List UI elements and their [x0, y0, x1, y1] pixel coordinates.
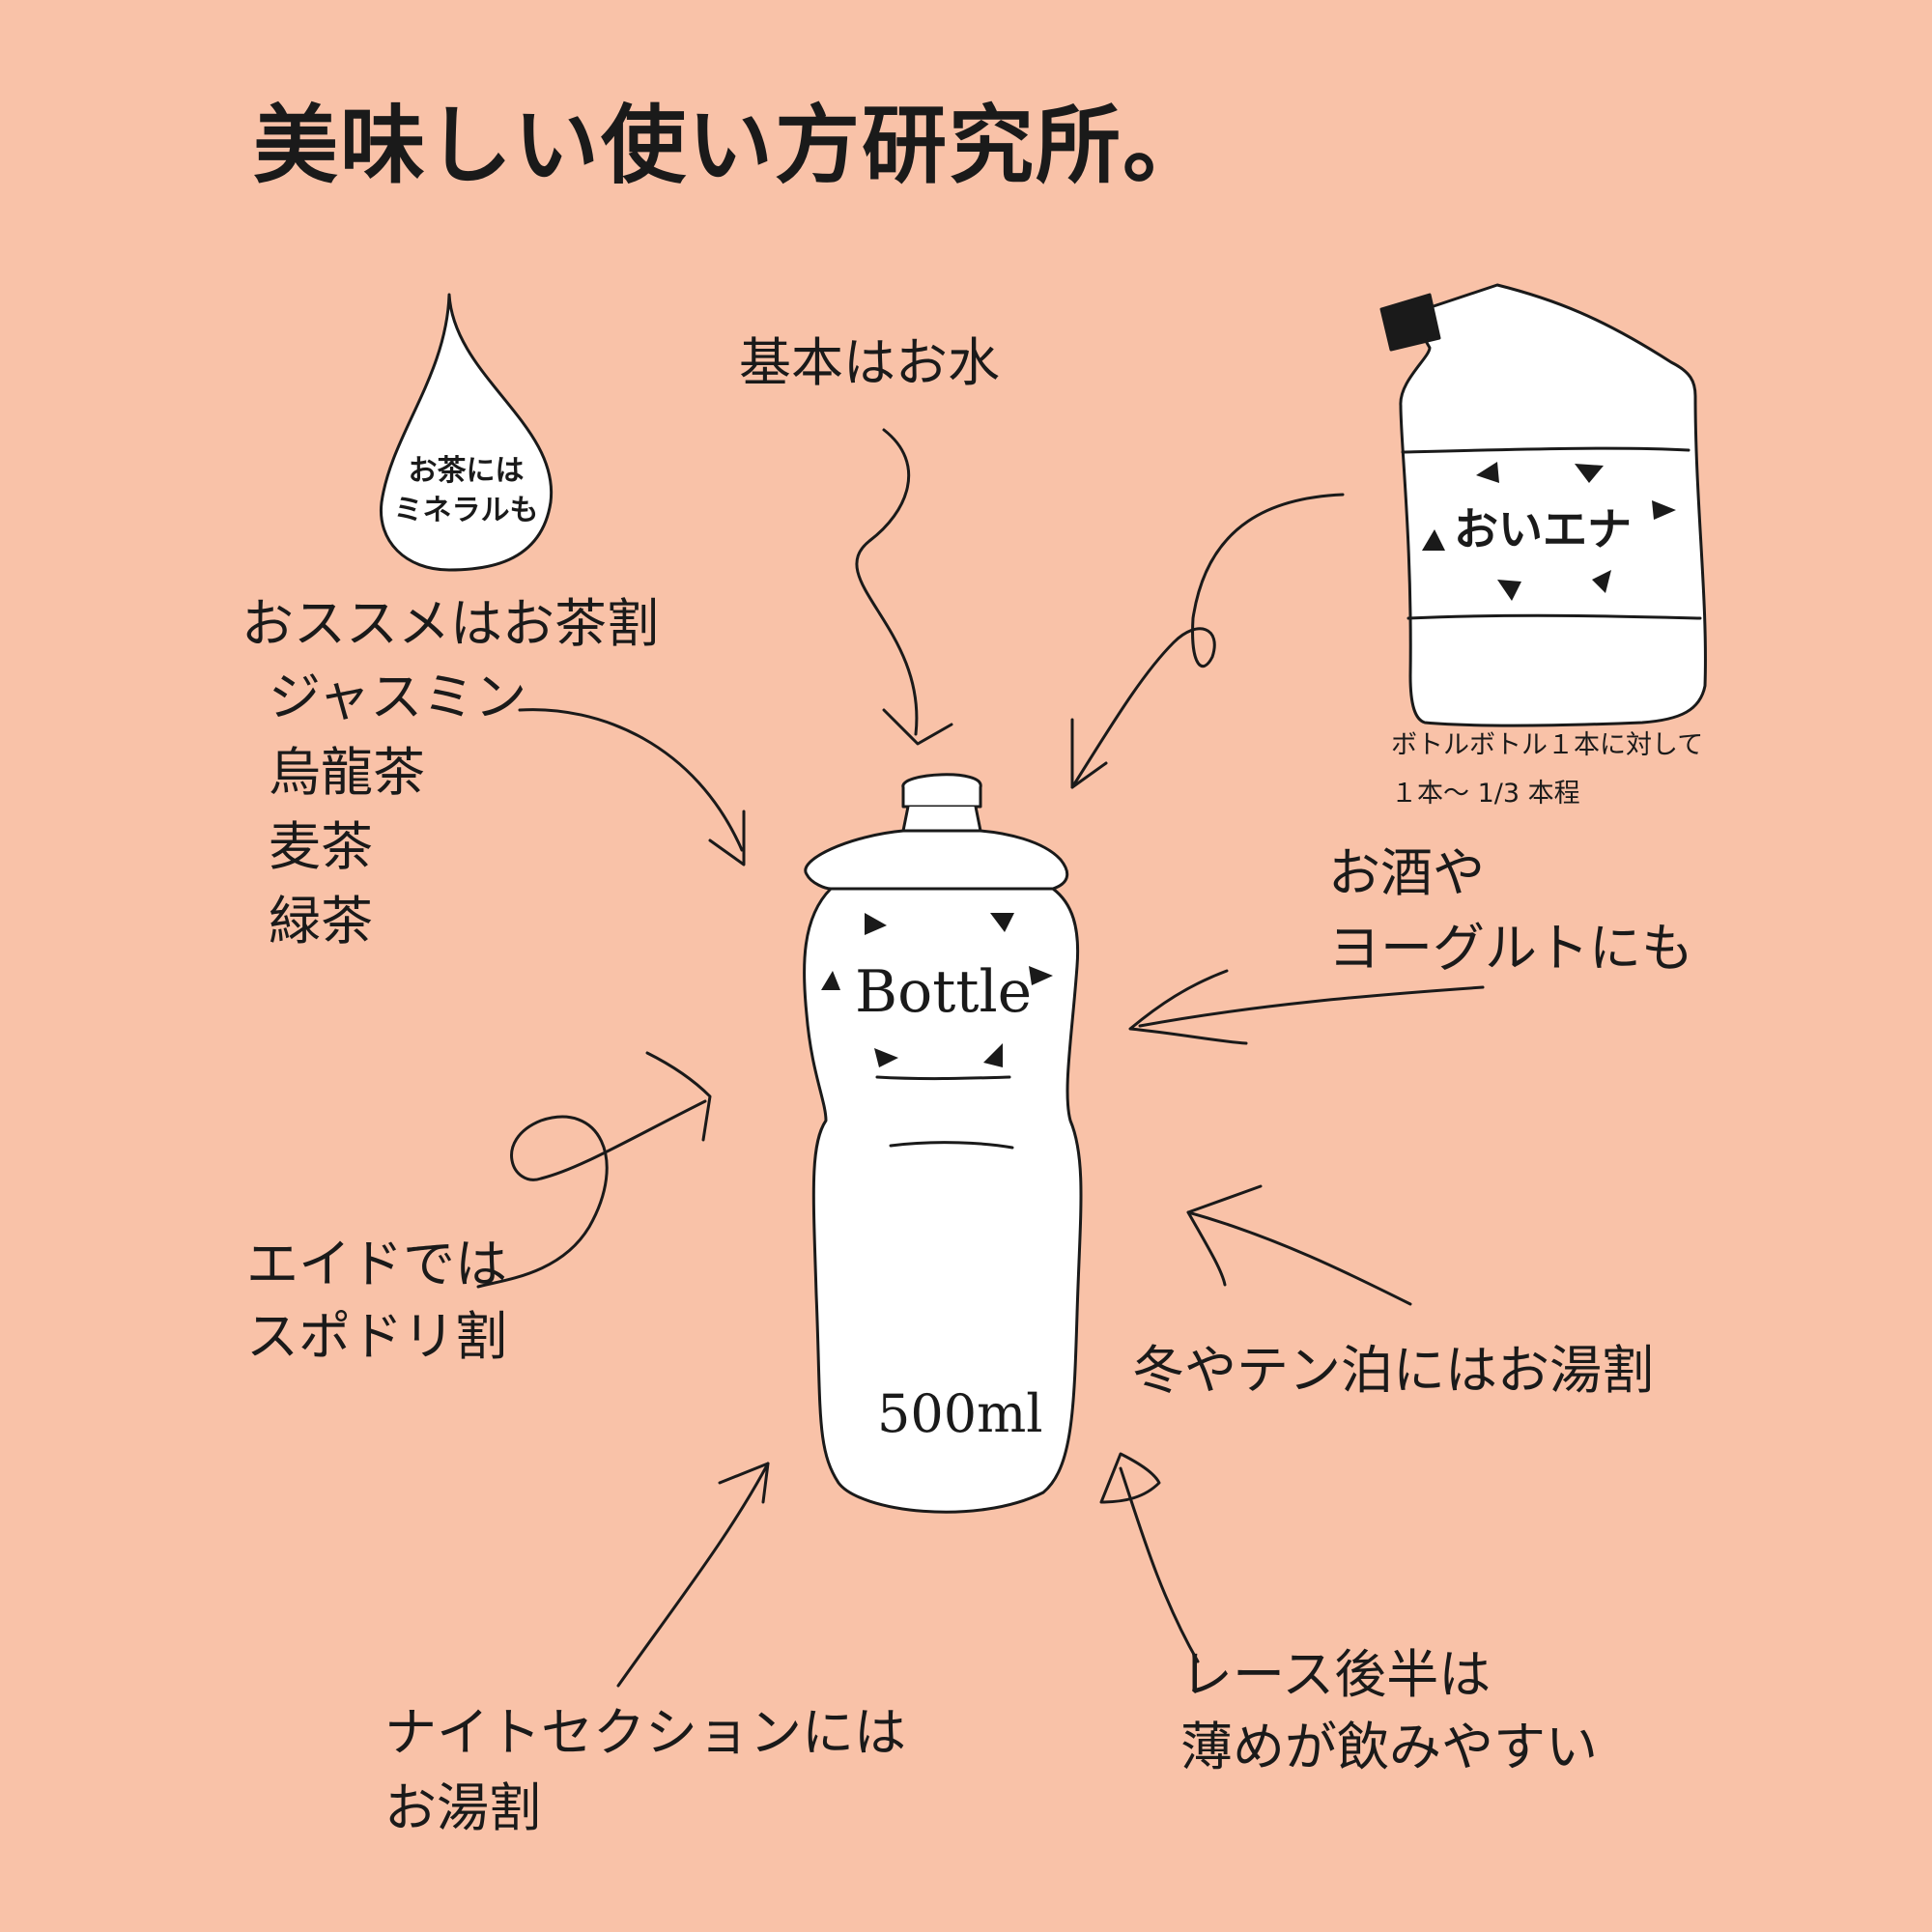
arrow-alcohol	[1138, 985, 1485, 1028]
arrow-pouch	[1070, 493, 1345, 789]
drop-line-1: お茶には	[408, 454, 525, 488]
bottle-markers	[821, 913, 1053, 1067]
bottle-brand: Bottle	[855, 958, 1033, 1026]
label-tea-barley: 麦茶	[269, 816, 373, 877]
label-late-2: 薄めが飲みやすい	[1180, 1717, 1598, 1777]
label-water: 基本はお水	[739, 332, 1000, 393]
label-tea-heading: おススメはお茶割	[242, 593, 659, 654]
label-aid-2: スポドリ割	[246, 1306, 507, 1367]
label-aid-1: エイドでは	[246, 1234, 507, 1294]
pouch-brand: おいエナ	[1454, 503, 1632, 555]
pouch-markers	[1422, 462, 1676, 601]
arrow-winter	[1186, 1210, 1412, 1306]
arrow-night	[616, 1462, 770, 1688]
drop-text: お茶には ミネラルも	[382, 452, 551, 530]
arrow-tea	[518, 708, 744, 852]
label-winter: 冬やテン泊にはお湯割	[1132, 1340, 1654, 1401]
pouch-tab	[1379, 293, 1441, 352]
page-title: 美味しい使い方研究所。	[253, 95, 1210, 195]
label-alcohol-1: お酒や	[1328, 842, 1485, 903]
label-late-1: レース後半は	[1180, 1644, 1492, 1705]
label-tea-oolong: 烏龍茶	[269, 742, 425, 803]
pouch-note-1: ボトルボトル１本に対して	[1391, 730, 1704, 760]
arrow-aid	[476, 1099, 707, 1289]
bottle-icon	[803, 773, 1083, 1514]
label-tea-green: 緑茶	[269, 891, 373, 952]
label-alcohol-2: ヨーグルトにも	[1328, 918, 1693, 979]
arrow-late	[1119, 1466, 1200, 1663]
bottle-capacity: 500ml	[877, 1383, 1043, 1444]
arrow-water	[855, 428, 919, 736]
label-tea-jasmine: ジャスミン	[269, 667, 527, 727]
pouch-note-2: １本〜 1/3 本程	[1391, 779, 1580, 809]
water-drop-icon	[379, 293, 554, 572]
label-night-2: お湯割	[384, 1777, 541, 1838]
drop-line-2: ミネラルも	[393, 493, 539, 527]
label-night-1: ナイトセクションには	[384, 1702, 906, 1763]
